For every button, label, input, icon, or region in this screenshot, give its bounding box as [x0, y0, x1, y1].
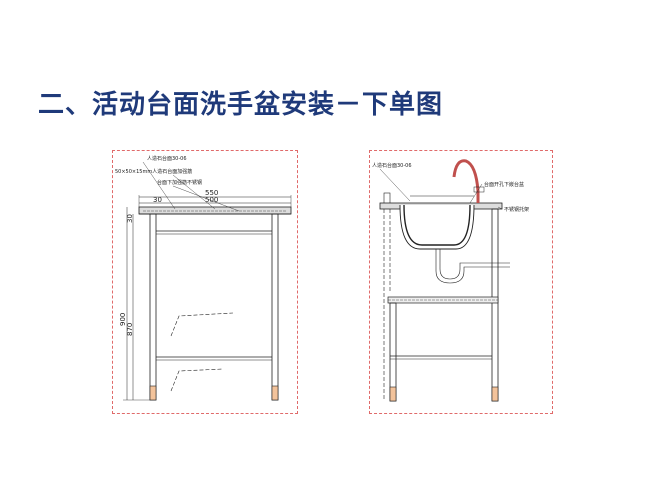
callout-right-3: 不锈钢托架 [504, 206, 529, 213]
callout-3: 台面下加强筋不锈钢 [157, 179, 202, 186]
page-title: 二、活动台面洗手盆安装－下单图 [38, 90, 444, 120]
left-foot [149, 385, 157, 401]
dim-top-width: 550 [205, 189, 218, 197]
left-elevation-drawing: 550 500 30 900 870 30 人造石台面30-06 50×50×1… [112, 150, 298, 414]
faucet [452, 159, 480, 203]
callout-right-2: 台面开孔下嵌台盆 [484, 181, 524, 188]
right-section-drawing: 人造石台面30-06 台面开孔下嵌台盆 不锈钢托架 [369, 150, 553, 414]
left-leg [149, 213, 157, 401]
callout-1: 人造石台面30-06 [147, 155, 187, 162]
dim-total-height: 900 [119, 313, 127, 326]
front-leg [491, 208, 499, 402]
dim-leg-height: 870 [126, 323, 134, 336]
dim-edge: 30 [153, 196, 162, 204]
countertop [138, 206, 292, 215]
callout-2: 50×50×15mm人造石台面加强筋 [115, 168, 192, 175]
right-foot [271, 385, 279, 401]
left-elevation-svg: 550 500 30 900 870 30 人造石台面30-06 50×50×1… [115, 155, 292, 401]
callout-right-1: 人造石台面30-06 [372, 162, 412, 169]
rear-leg [389, 302, 397, 402]
dim-rail: 30 [126, 214, 134, 223]
dim-inner-width: 500 [205, 196, 218, 204]
right-leg [271, 213, 279, 401]
right-section-svg: 人造石台面30-06 台面开孔下嵌台盆 不锈钢托架 [372, 159, 529, 402]
basin [399, 204, 475, 250]
